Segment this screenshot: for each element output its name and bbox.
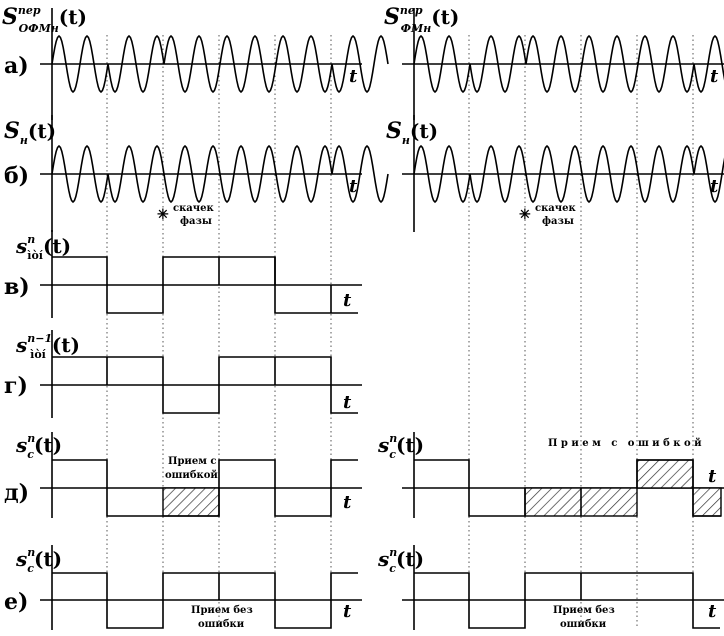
corrected-symbol-waveform-right <box>414 572 720 629</box>
error-note: Прием с <box>168 456 216 467</box>
left-grid <box>106 35 332 628</box>
t-axis-label: t <box>710 176 719 197</box>
row-b-label: б) <box>4 163 29 189</box>
error-region <box>636 459 694 489</box>
t-axis-label: t <box>343 601 352 622</box>
phase-jump-note: скачек <box>173 203 214 214</box>
error-region <box>162 487 220 517</box>
t-axis-label: t <box>349 176 358 197</box>
error-note: ошибкой <box>165 470 218 481</box>
previous-symbol-waveform <box>52 356 358 414</box>
error-region <box>692 487 722 517</box>
phase-jump-star-icon: ✳ <box>157 207 169 223</box>
received-signal-right <box>413 144 724 204</box>
right-grid <box>468 35 694 628</box>
t-axis-label: t <box>710 66 719 87</box>
row-g-label: г) <box>4 373 28 399</box>
t-axis-label: t <box>343 290 352 311</box>
received-signal-title: Sн(t) <box>4 118 56 147</box>
row-d-label: д) <box>4 480 29 506</box>
row-a-label: а) <box>4 53 29 79</box>
no-error-note: ошибки <box>560 619 607 630</box>
phase-jump-note: фазы <box>542 216 574 227</box>
no-error-note: ошибки <box>198 619 245 630</box>
received-signal-left <box>51 144 389 204</box>
decoded-symbol-waveform-right <box>414 459 721 517</box>
t-axis-label: t <box>708 601 717 622</box>
no-error-note: Прием без <box>191 605 253 616</box>
phase-jump-note: фазы <box>180 216 212 227</box>
t-axis-label: t <box>708 466 717 487</box>
ofmn-signal-left <box>51 34 389 94</box>
decoded-symbol-waveform <box>52 459 358 517</box>
corrected-symbol-waveform <box>52 572 358 629</box>
error-note: П р и е м с о ш и б к о й <box>548 438 702 449</box>
row-v-label: в) <box>4 274 30 300</box>
t-axis-label: t <box>343 392 352 413</box>
row-e-label: е) <box>4 589 28 615</box>
row-b: б) Sн(t) t ✳ скачек фазы Sн(t) t ✳ скаче… <box>4 115 724 232</box>
t-axis-label: t <box>349 66 358 87</box>
received-signal-title: Sн(t) <box>386 118 438 147</box>
t-axis-label: t <box>343 492 352 513</box>
fmn-signal-right <box>413 34 724 94</box>
phase-jump-star-icon: ✳ <box>519 207 531 223</box>
phase-jump-note: скачек <box>535 203 576 214</box>
no-error-note: Прием без <box>553 605 615 616</box>
